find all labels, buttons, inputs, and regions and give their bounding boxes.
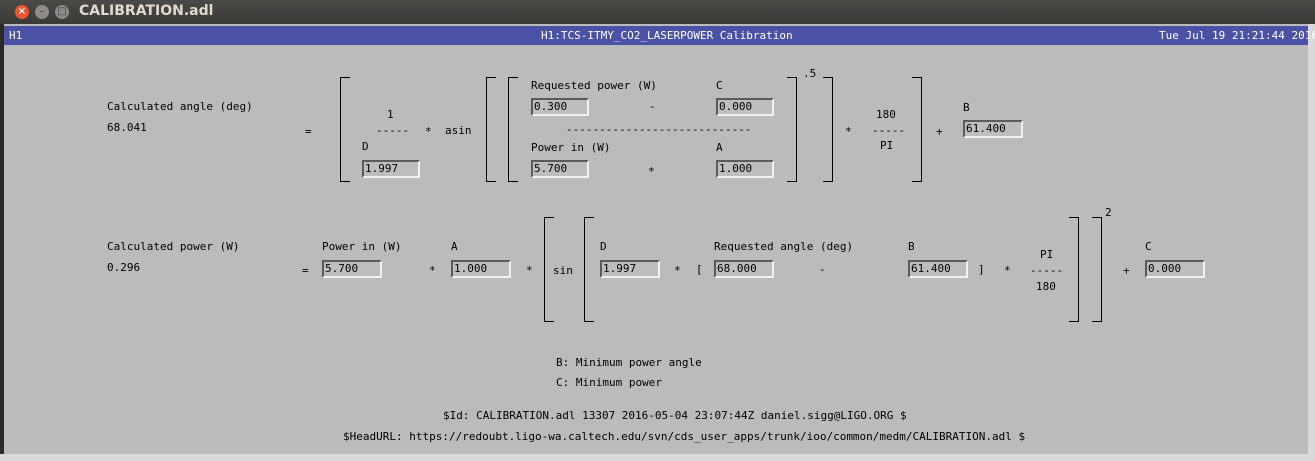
angle-pi: PI	[880, 139, 894, 152]
angle-d-field[interactable]: 1.997	[362, 160, 420, 178]
power-power-in-field[interactable]: 5.700	[322, 260, 382, 278]
power-a-field[interactable]: 1.000	[451, 260, 511, 278]
power-times-4: *	[1004, 264, 1011, 277]
angle-a-field[interactable]: 1.000	[716, 160, 774, 178]
angle-power-in-field[interactable]: 5.700	[531, 160, 589, 178]
angle-outer-right-bracket	[912, 77, 922, 182]
power-pi-bar: -----	[1030, 264, 1064, 277]
svn-headurl: $HeadURL: https://redoubt.ligo-wa.caltec…	[343, 430, 1026, 443]
asin-left-bracket	[486, 77, 496, 182]
req-angle-field[interactable]: 68.000	[714, 260, 774, 278]
asin-right-bracket	[823, 77, 833, 182]
power-c-label: C	[1145, 240, 1152, 253]
svn-id: $Id: CALIBRATION.adl 13307 2016-05-04 23…	[443, 409, 907, 422]
angle-times-1: *	[425, 125, 432, 138]
header-bar: H1 H1:TCS-ITMY_CO2_LASERPOWER Calibratio…	[4, 26, 1315, 45]
note-c: C: Minimum power	[556, 376, 662, 389]
angle-outer-left-bracket	[340, 77, 350, 182]
angle-equals: =	[305, 125, 312, 138]
angle-times-2: *	[648, 165, 655, 178]
power-d-field[interactable]: 1.997	[600, 260, 660, 278]
angle-pi-bar: -----	[872, 124, 906, 137]
angle-power-in-label: Power in (W)	[531, 141, 611, 154]
angle-times-3: *	[845, 125, 852, 138]
calc-power-value: 0.296	[107, 261, 141, 274]
sqrt-left-bracket	[508, 77, 518, 182]
asin-label: asin	[445, 124, 472, 137]
calc-power-label: Calculated power (W)	[107, 240, 240, 253]
angle-a-label: A	[716, 141, 723, 154]
close-icon[interactable]: ×	[15, 5, 29, 19]
angle-divider: ----------------------------	[566, 123, 752, 136]
angle-c-field[interactable]: 0.000	[716, 98, 774, 116]
sqrt-exponent: .5	[803, 67, 817, 80]
angle-one: 1	[387, 108, 394, 121]
calc-angle-label: Calculated angle (deg)	[107, 100, 253, 113]
angle-c-label: C	[716, 79, 723, 92]
power-d-label: D	[600, 240, 607, 253]
power-minus: -	[819, 263, 826, 276]
power-equals: =	[302, 264, 309, 277]
power-b-label: B	[908, 240, 915, 253]
background-window-edge	[1308, 24, 1315, 461]
req-power-field[interactable]: 0.300	[531, 98, 589, 116]
sin-right-bracket	[1069, 217, 1079, 322]
power-times-1: *	[429, 264, 436, 277]
maximize-icon[interactable]: □	[55, 5, 69, 19]
calc-angle-value: 68.041	[107, 121, 147, 134]
angle-d-label: D	[362, 140, 369, 153]
window-titlebar[interactable]	[0, 0, 1315, 24]
angle-fraction-bar: -----	[376, 124, 410, 137]
note-b: B: Minimum power angle	[556, 356, 702, 369]
sin-left-bracket	[584, 217, 594, 322]
power-power-in-label: Power in (W)	[322, 240, 402, 253]
window-title: CALIBRATION.adl	[79, 3, 214, 19]
power-pi: PI	[1040, 248, 1054, 261]
power-b-field[interactable]: 61.400	[908, 260, 968, 278]
power-c-field[interactable]: 0.000	[1145, 260, 1205, 278]
req-power-label: Requested power (W)	[531, 79, 657, 92]
power-inner-left-bracket: [	[696, 263, 703, 276]
angle-b-label: B	[963, 101, 970, 114]
power-a-label: A	[451, 240, 458, 253]
power-times-3: *	[674, 264, 681, 277]
angle-180: 180	[876, 108, 896, 121]
power-times-2: *	[526, 264, 533, 277]
power-inner-right-bracket: ]	[978, 263, 985, 276]
header-site: H1	[9, 29, 23, 42]
angle-plus: +	[936, 125, 943, 138]
req-angle-label: Requested angle (deg)	[714, 240, 854, 253]
sin-sq-right-bracket	[1092, 217, 1102, 322]
angle-b-field[interactable]: 61.400	[963, 120, 1023, 138]
sin-sq-left-bracket	[544, 217, 554, 322]
power-180: 180	[1036, 280, 1056, 293]
background-window-edge-bottom	[0, 454, 1315, 461]
minimize-icon[interactable]: –	[35, 5, 49, 19]
sqrt-right-bracket	[787, 77, 797, 182]
header-title: H1:TCS-ITMY_CO2_LASERPOWER Calibration	[541, 29, 793, 42]
medm-panel	[4, 24, 1308, 454]
power-plus: +	[1123, 264, 1130, 277]
sin-label: sin	[553, 264, 573, 277]
header-timestamp: Tue Jul 19 21:21:44 2016	[1159, 29, 1315, 42]
square-exponent: 2	[1105, 206, 1112, 219]
angle-minus: -	[649, 100, 656, 113]
